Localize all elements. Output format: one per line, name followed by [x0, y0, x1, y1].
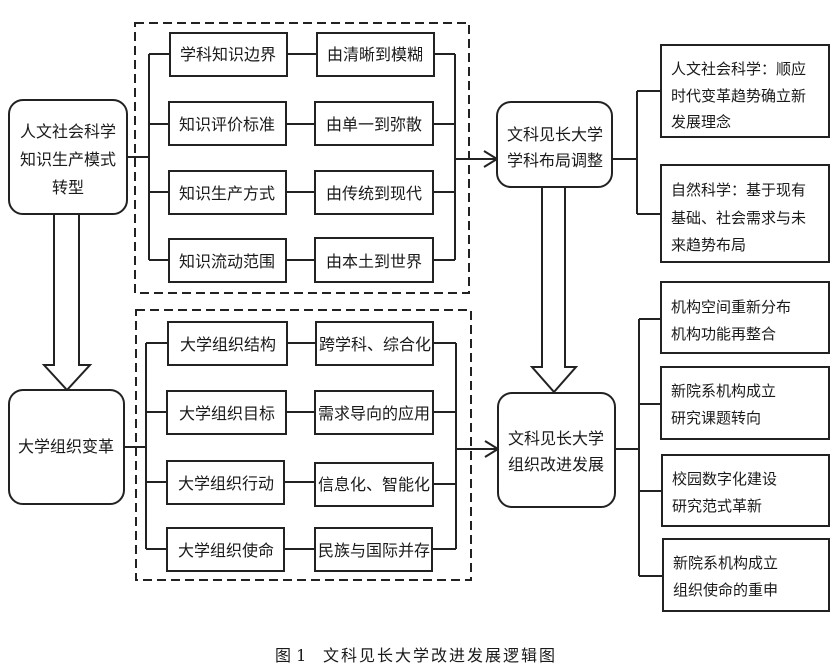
outcome-text-line: 机构功能再整合 — [671, 325, 776, 343]
trend-label: 民族与国际并存 — [318, 541, 430, 560]
outcome-text-line: 发展理念 — [671, 113, 731, 131]
aspect-label: 知识评价标准 — [179, 115, 275, 134]
outcome-text-line: 研究课题转向 — [671, 409, 761, 427]
aspect-label: 学科知识边界 — [180, 45, 276, 64]
trend-label: 由单一到弥散 — [326, 115, 422, 134]
node-label-line: 知识生产模式 — [20, 150, 116, 169]
knowledge-row: 知识生产方式 由传统到现代 — [149, 170, 455, 215]
outcome-text-line: 人文社会科学：顺应 — [671, 60, 806, 78]
aspect-label: 知识生产方式 — [179, 184, 275, 203]
aspect-label: 大学组织结构 — [180, 335, 276, 354]
outcome-text-line: 机构空间重新分布 — [671, 298, 791, 316]
organization-row: 大学组织行动 信息化、智能化 — [146, 460, 456, 507]
aspect-label: 大学组织行动 — [178, 474, 274, 493]
trend-label: 由清晰到模糊 — [327, 45, 423, 64]
node-label-line: 文科见长大学 — [508, 429, 604, 448]
trend-label: 跨学科、综合化 — [319, 335, 431, 354]
aspect-label: 大学组织目标 — [179, 404, 275, 423]
outcome-box-digital-campus — [661, 454, 830, 527]
node-label-line: 转型 — [52, 178, 84, 197]
node-label-line: 人文社会科学 — [20, 122, 116, 141]
outcome-text-line: 新院系机构成立 — [671, 382, 776, 400]
figure-number: 图 1 — [275, 646, 306, 665]
outcome-text-line: 组织使命的重申 — [673, 581, 778, 599]
trend-label: 信息化、智能化 — [318, 475, 430, 494]
knowledge-row: 学科知识边界 由清晰到模糊 — [149, 32, 455, 77]
trend-label: 由本土到世界 — [326, 252, 422, 271]
node-label-line: 学科布局调整 — [507, 151, 603, 170]
down-arrow-icon — [41, 213, 93, 392]
outcome-text-line: 研究范式革新 — [672, 497, 762, 515]
down-arrow-icon — [529, 186, 579, 394]
knowledge-row: 知识评价标准 由单一到弥散 — [149, 101, 455, 146]
organization-row: 大学组织目标 需求导向的应用 — [146, 390, 456, 435]
outcome-box-humanities — [660, 44, 830, 138]
node-organization-improvement — [497, 392, 616, 508]
organization-row: 大学组织结构 跨学科、综合化 — [146, 321, 456, 366]
outcome-text-line: 来趋势布局 — [671, 236, 746, 254]
figure-caption: 文科见长大学改进发展逻辑图 — [323, 646, 557, 665]
aspect-label: 大学组织使命 — [178, 541, 274, 560]
trend-label: 由传统到现代 — [326, 184, 422, 203]
node-label-line: 大学组织变革 — [18, 437, 114, 456]
organization-row: 大学组织使命 民族与国际并存 — [146, 527, 456, 572]
outcome-text-line: 自然科学：基于现有 — [671, 181, 806, 199]
knowledge-row: 知识流动范围 由本土到世界 — [149, 237, 455, 283]
outcome-text-line: 校园数字化建设 — [672, 470, 777, 488]
outcome-text-line: 基础、社会需求与未 — [671, 209, 806, 227]
outcome-text-line: 新院系机构成立 — [673, 554, 778, 572]
trend-label: 需求导向的应用 — [318, 404, 430, 423]
node-label-line: 组织改进发展 — [508, 455, 604, 474]
outcome-text-line: 时代变革趋势确立新 — [671, 87, 806, 105]
node-label-line: 文科见长大学 — [507, 125, 603, 144]
aspect-label: 知识流动范围 — [179, 252, 275, 271]
group-organization-dimensions — [135, 309, 472, 581]
outcome-box-space-function — [660, 281, 830, 354]
outcome-box-mission-reaffirm — [662, 538, 830, 612]
outcome-box-natural-science — [660, 164, 830, 263]
node-discipline-layout-adjustment — [496, 101, 613, 188]
outcome-box-research-topics — [660, 366, 830, 440]
